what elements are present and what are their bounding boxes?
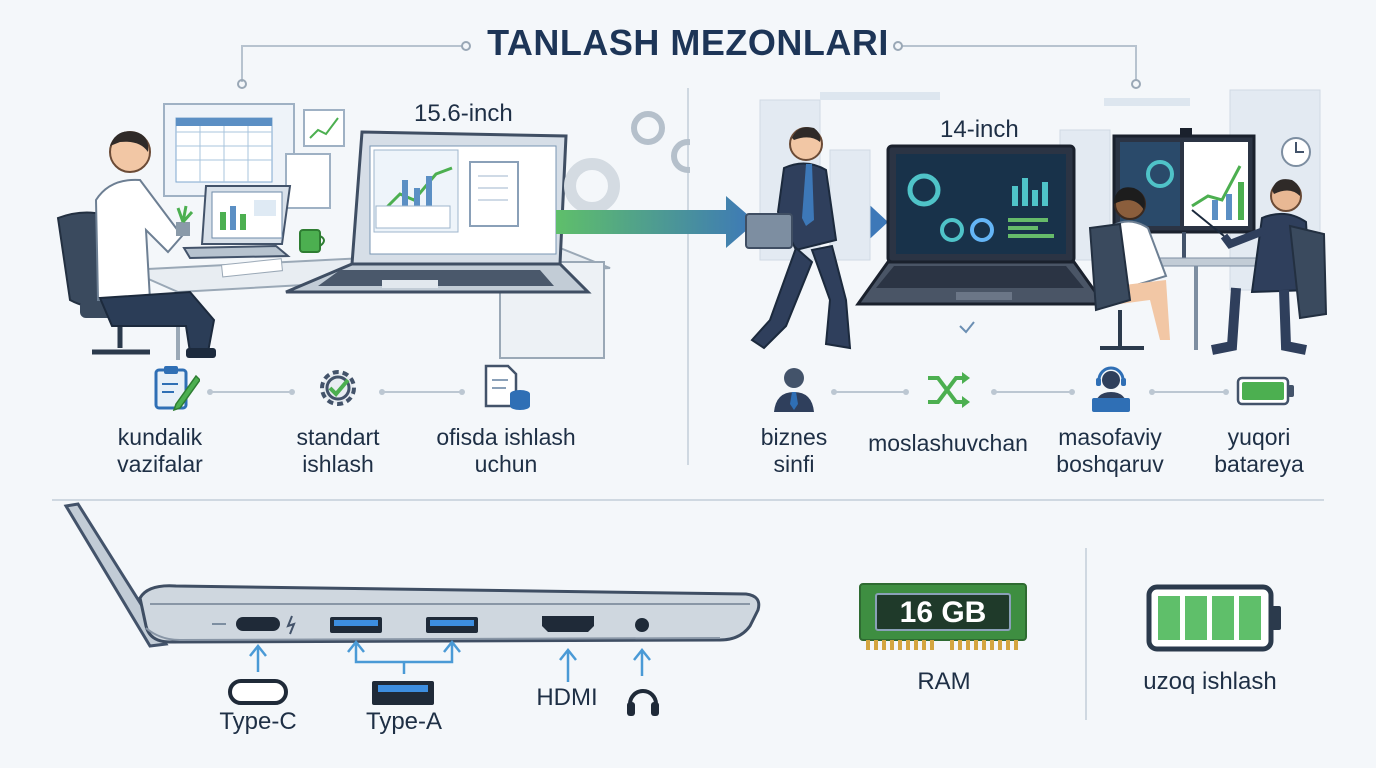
laptop-size-label-right: 14-inch — [940, 116, 1019, 143]
large-laptop-15-6 — [285, 130, 592, 294]
document-database-icon — [484, 364, 530, 410]
paper-document — [285, 153, 331, 209]
page-title: TANLASH MEZONLARI — [487, 22, 889, 63]
hdmi-port — [542, 616, 594, 632]
right-criteria-connectors — [831, 389, 1229, 395]
small-chart-document — [303, 109, 345, 147]
plant — [176, 205, 194, 236]
battery-life-label: uzoq ishlash — [1143, 668, 1277, 695]
business-scene — [745, 89, 1328, 355]
office-worker — [94, 131, 216, 358]
audio-jack — [635, 618, 649, 632]
businessman-icon — [774, 368, 814, 412]
ceiling-lights — [820, 92, 1190, 106]
coffee-mug — [299, 229, 325, 253]
ram-capacity: 16 GB — [899, 596, 987, 629]
woman-colleague — [1088, 187, 1170, 350]
small-laptop — [182, 185, 292, 260]
walking-businessman — [745, 127, 852, 350]
type-c-label: Type-C — [219, 708, 297, 735]
paper-on-desk — [220, 258, 284, 278]
office-scene — [56, 103, 690, 360]
type-c-port — [212, 615, 296, 635]
type-a-port-2 — [426, 617, 478, 633]
criterion-label-flexible: moslashuvchan — [868, 430, 1028, 456]
ram-label: RAM — [917, 668, 971, 695]
battery-icon — [1236, 376, 1294, 406]
dark-laptop-14 — [855, 144, 1107, 306]
remote-support-icon — [1092, 366, 1130, 412]
gears-decoration — [564, 111, 690, 214]
left-criteria-connectors — [207, 389, 465, 395]
ram-module-icon — [859, 583, 1027, 650]
meeting-screen — [1112, 128, 1256, 262]
presenting-man — [1191, 179, 1328, 355]
gear-check-icon — [320, 370, 356, 406]
full-battery-icon — [1146, 584, 1281, 652]
type-a-port-1 — [330, 617, 382, 633]
hdmi-label: HDMI — [536, 684, 598, 711]
type-c-icon — [228, 679, 288, 705]
headphones-icon — [627, 689, 659, 716]
shuffle-arrows-icon — [928, 372, 970, 408]
type-a-label: Type-A — [365, 708, 443, 735]
laptop-size-label-left: 15.6-inch — [414, 100, 513, 127]
clipboard-check-icon — [154, 366, 200, 412]
type-a-icon — [372, 681, 434, 705]
